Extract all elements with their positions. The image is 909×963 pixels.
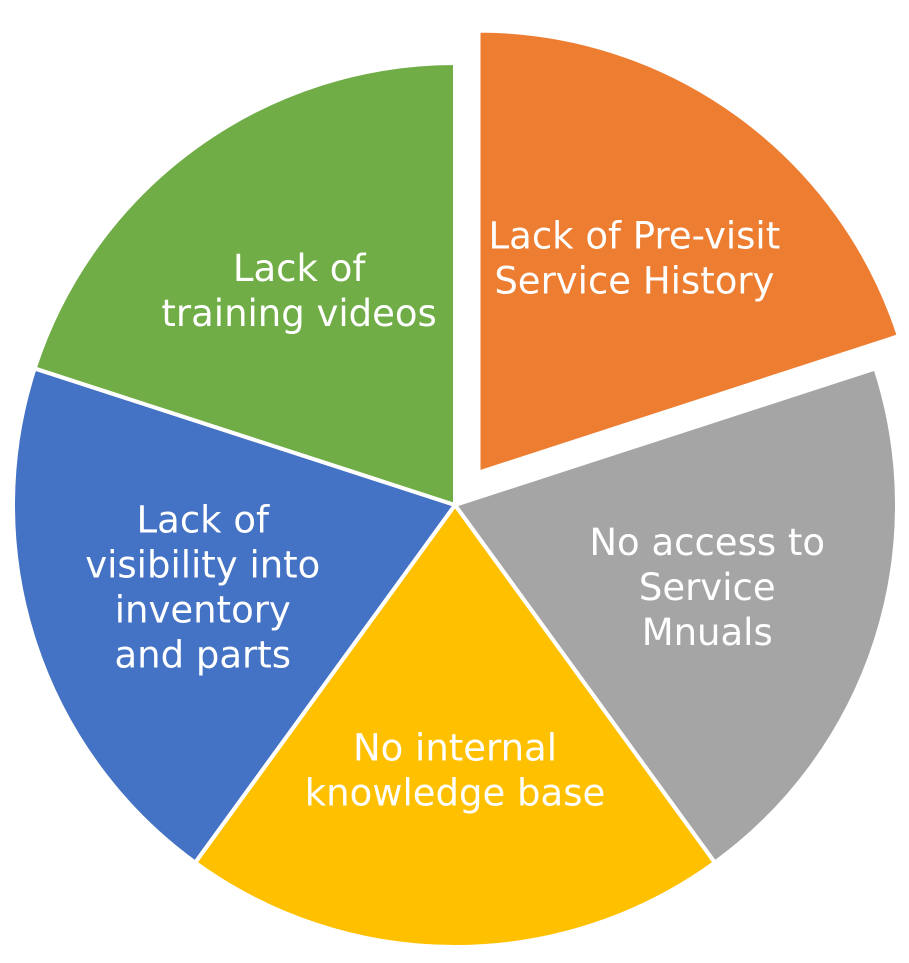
slice-label-line: visibility into [85,543,320,586]
pie-slices [11,28,902,950]
pie-slice-lack-of-pre-visit-service-history [476,28,902,476]
slice-label-line: Lack of [233,247,366,290]
pie-slice-no-access-to-service-mnuals [451,365,899,866]
slice-label-line: Service [639,566,776,609]
pie-slice-lack-of-training-videos [32,60,457,508]
slice-label-line: Lack of [137,498,270,541]
slice-label-line: No internal [353,727,557,770]
slice-label-line: Service History [494,260,774,303]
pie-slice-lack-of-visibility-into-inventory-and-parts [11,365,459,866]
slice-label-line: training videos [161,292,436,335]
slice-label-line: and parts [115,633,292,676]
slice-label-line: Lack of Pre-visit [489,215,781,258]
slice-label-line: No access to [589,521,825,564]
slice-label-line: inventory [115,588,291,631]
pie-slice-no-internal-knowledge-base [192,501,718,950]
slice-label-line: Mnuals [642,611,773,654]
slice-label-line: knowledge base [305,772,606,815]
